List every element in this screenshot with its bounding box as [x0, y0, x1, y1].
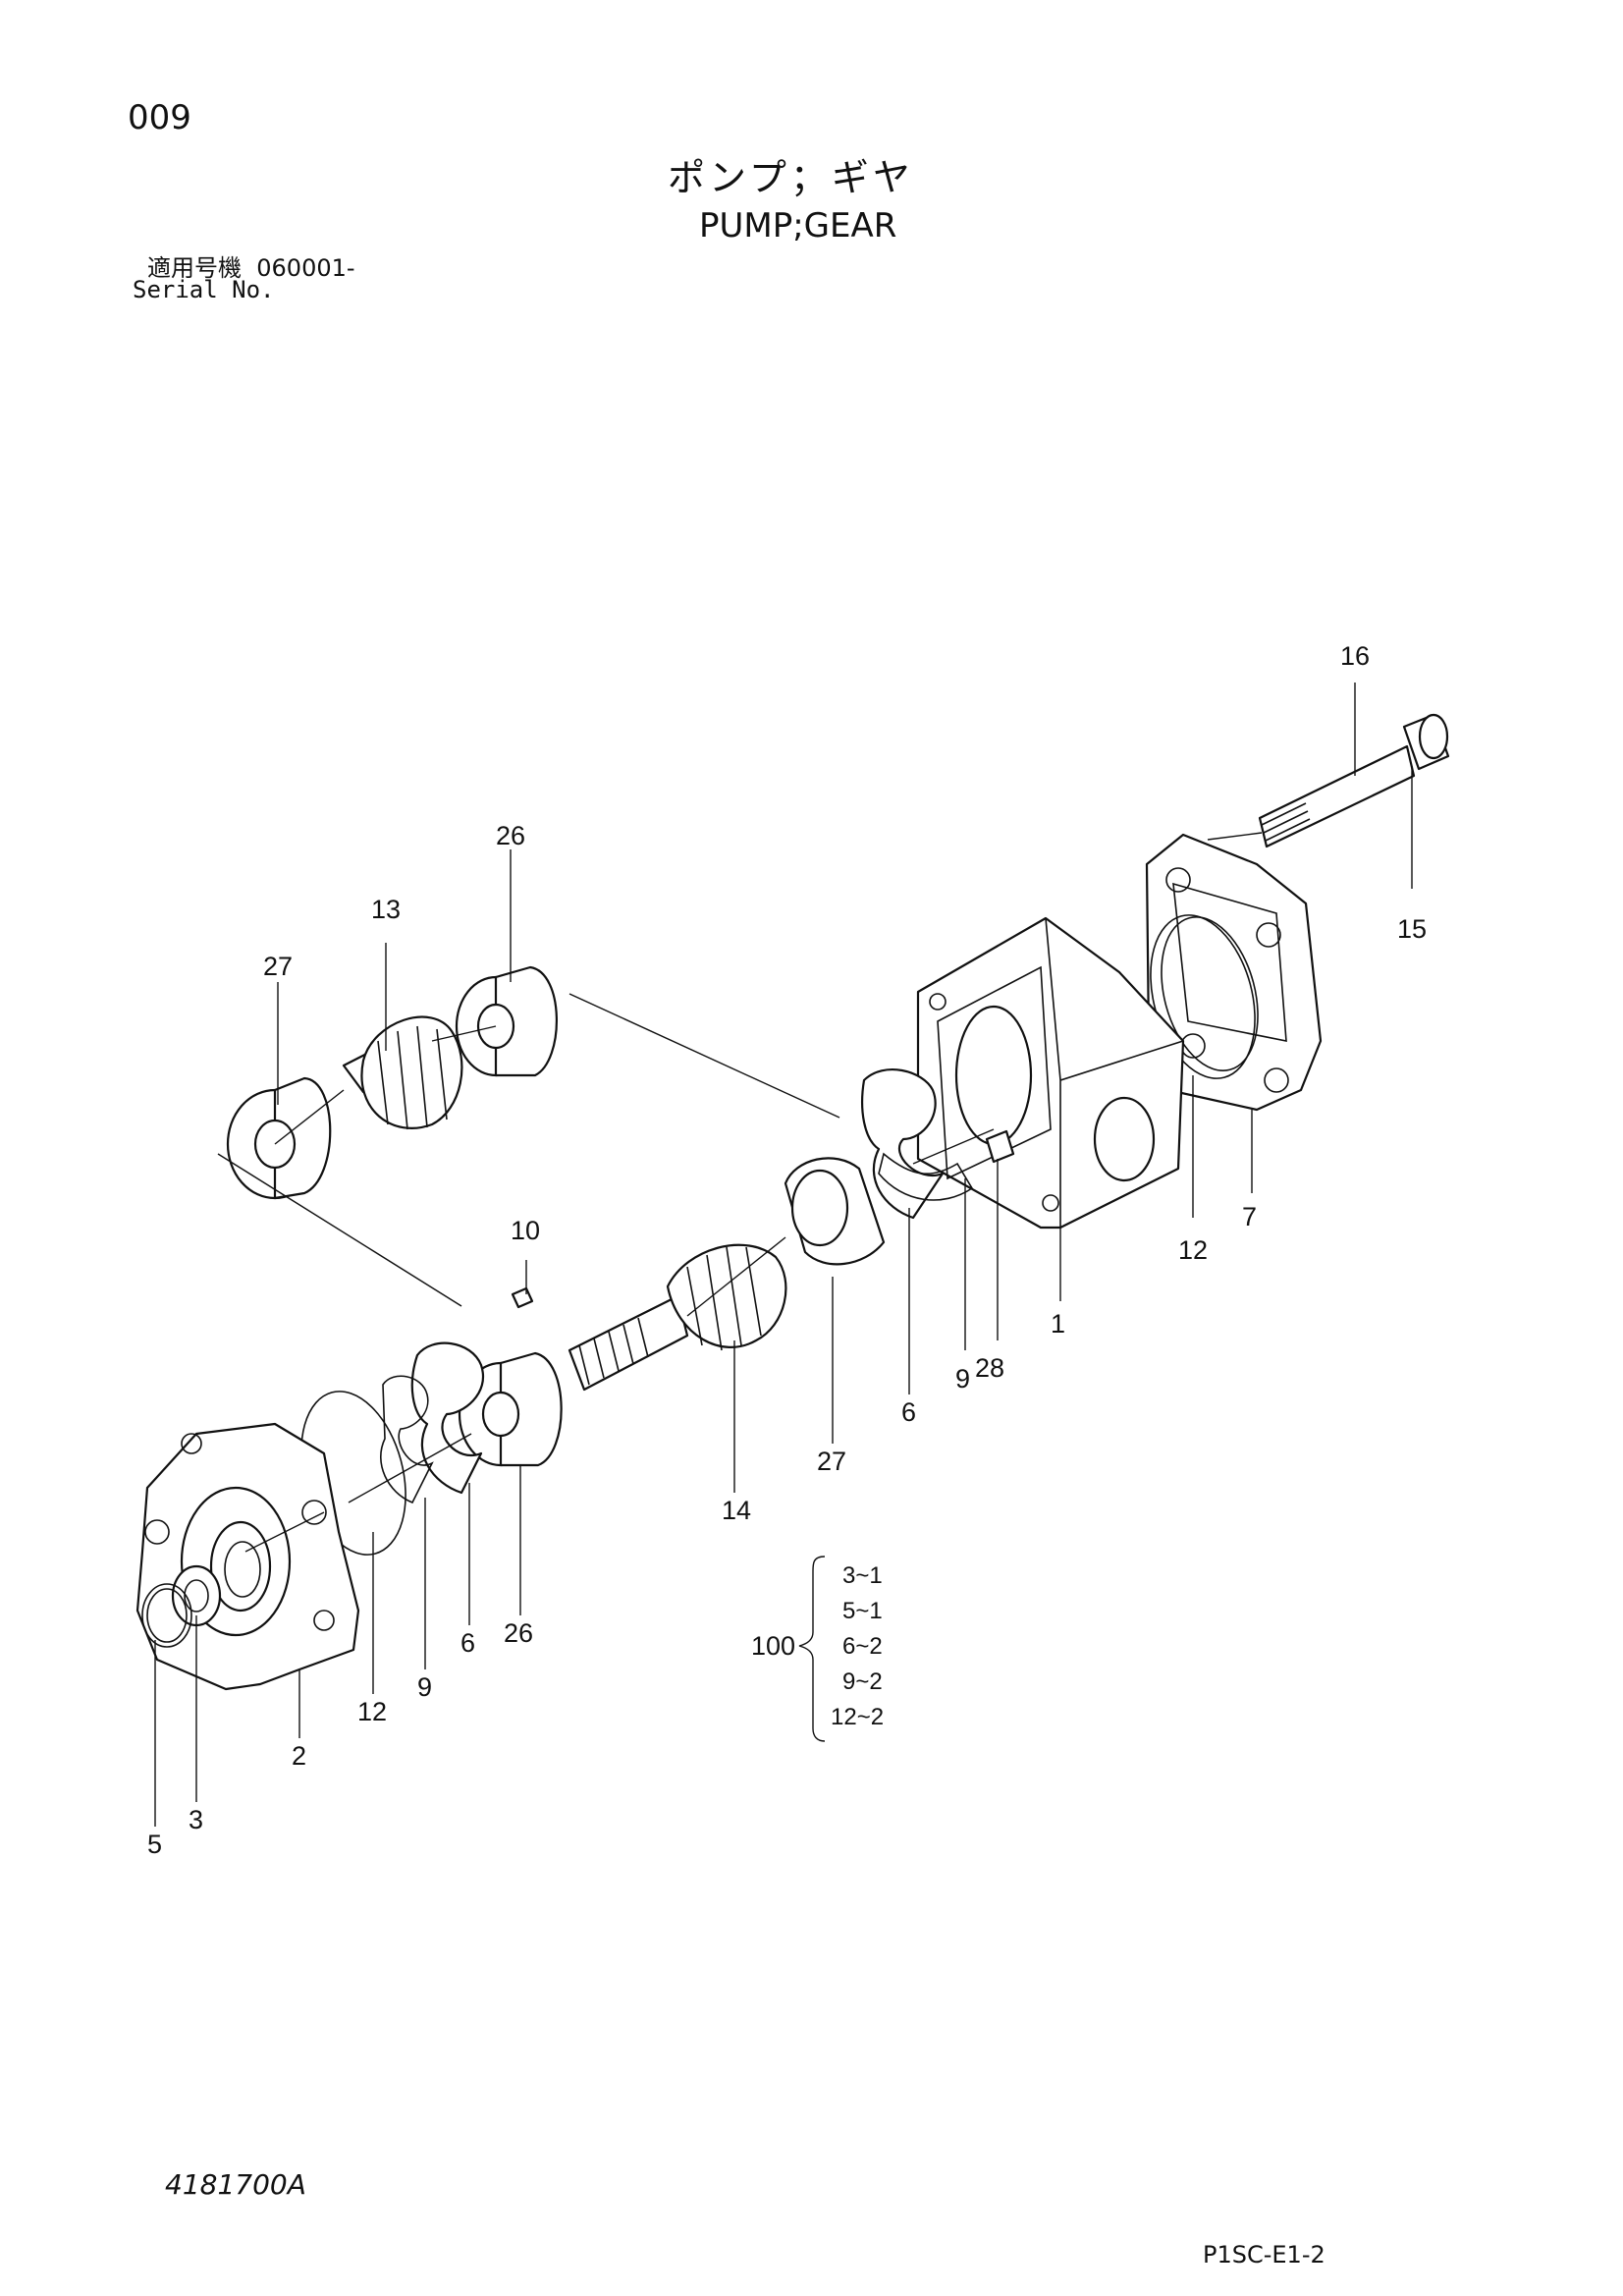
serial-label-en: Serial No.: [133, 276, 275, 303]
callout-15: 15: [1397, 914, 1427, 944]
bushing-part: [455, 965, 558, 1077]
alignment-lines: [217, 832, 1263, 1553]
pump-body-part: [916, 916, 1185, 1230]
kit-brace: [798, 1556, 826, 1742]
key-part: [511, 1286, 534, 1309]
kit-item-3: 9~2: [842, 1668, 883, 1695]
snap-ring-part: [146, 1588, 188, 1643]
callout-9-right: 9: [955, 1364, 970, 1394]
front-cover-part: [135, 1422, 360, 1691]
kit-item-0: 3~1: [842, 1562, 883, 1589]
callout-16: 16: [1340, 641, 1370, 671]
serial-from: 060001-: [256, 254, 355, 282]
callout-1: 1: [1051, 1309, 1065, 1339]
seal-kit-group: 100 3~1 5~1 6~2 9~2 12~2: [751, 1556, 884, 1742]
seal-part: [878, 1152, 974, 1201]
kit-item-1: 5~1: [842, 1598, 883, 1624]
callout-14: 14: [722, 1496, 751, 1525]
seal-part: [410, 1341, 484, 1495]
callout-6-right: 6: [901, 1397, 916, 1427]
drive-shaft-part: [568, 1243, 787, 1392]
serial-label-jp: 適用号機: [147, 254, 242, 282]
callout-2: 2: [292, 1741, 306, 1771]
bushing-part: [458, 1351, 563, 1467]
title-japanese: ポンプ；ギヤ: [668, 156, 914, 199]
oil-seal-part: [184, 1579, 209, 1613]
bolt-part: [1258, 713, 1450, 848]
bushing-part: [784, 1157, 886, 1266]
callout-3: 3: [189, 1805, 203, 1834]
callout-27-top: 27: [263, 952, 293, 981]
callout-numbers: 16 15 26 13 27 10 12 7 1 9 28 6 27 14 26…: [147, 641, 1427, 1859]
callout-28: 28: [975, 1353, 1004, 1383]
leader-lines: [154, 683, 1413, 1827]
seal-part: [861, 1068, 945, 1220]
callout-6-left: 6: [460, 1628, 475, 1658]
callout-12-left: 12: [357, 1697, 387, 1726]
callout-27-mid: 27: [817, 1447, 846, 1476]
callout-26-bottom: 26: [504, 1618, 533, 1648]
callout-13: 13: [371, 895, 401, 924]
callout-9-left: 9: [417, 1672, 432, 1702]
callout-26-top: 26: [496, 821, 525, 850]
page-number: 009: [128, 98, 191, 137]
snap-ring-part: [141, 1583, 192, 1648]
callout-10: 10: [511, 1216, 540, 1245]
kit-item-2: 6~2: [842, 1633, 883, 1660]
dowel-pin-part: [985, 1129, 1015, 1164]
o-ring-part: [1161, 916, 1259, 1071]
serial-range: 適用号機 060001-: [147, 248, 355, 283]
drawing-number: 4181700A: [165, 2168, 306, 2201]
bushing-part: [226, 1076, 332, 1200]
callout-7: 7: [1242, 1202, 1257, 1231]
sheet-code: P1SC-E1-2: [1203, 2241, 1325, 2269]
callout-5: 5: [147, 1830, 162, 1859]
title-english: PUMP;GEAR: [699, 206, 897, 246]
kit-number: 100: [751, 1631, 795, 1661]
drive-gear-part: [342, 1015, 463, 1130]
kit-item-4: 12~2: [831, 1704, 884, 1730]
callout-12-right: 12: [1178, 1235, 1208, 1265]
